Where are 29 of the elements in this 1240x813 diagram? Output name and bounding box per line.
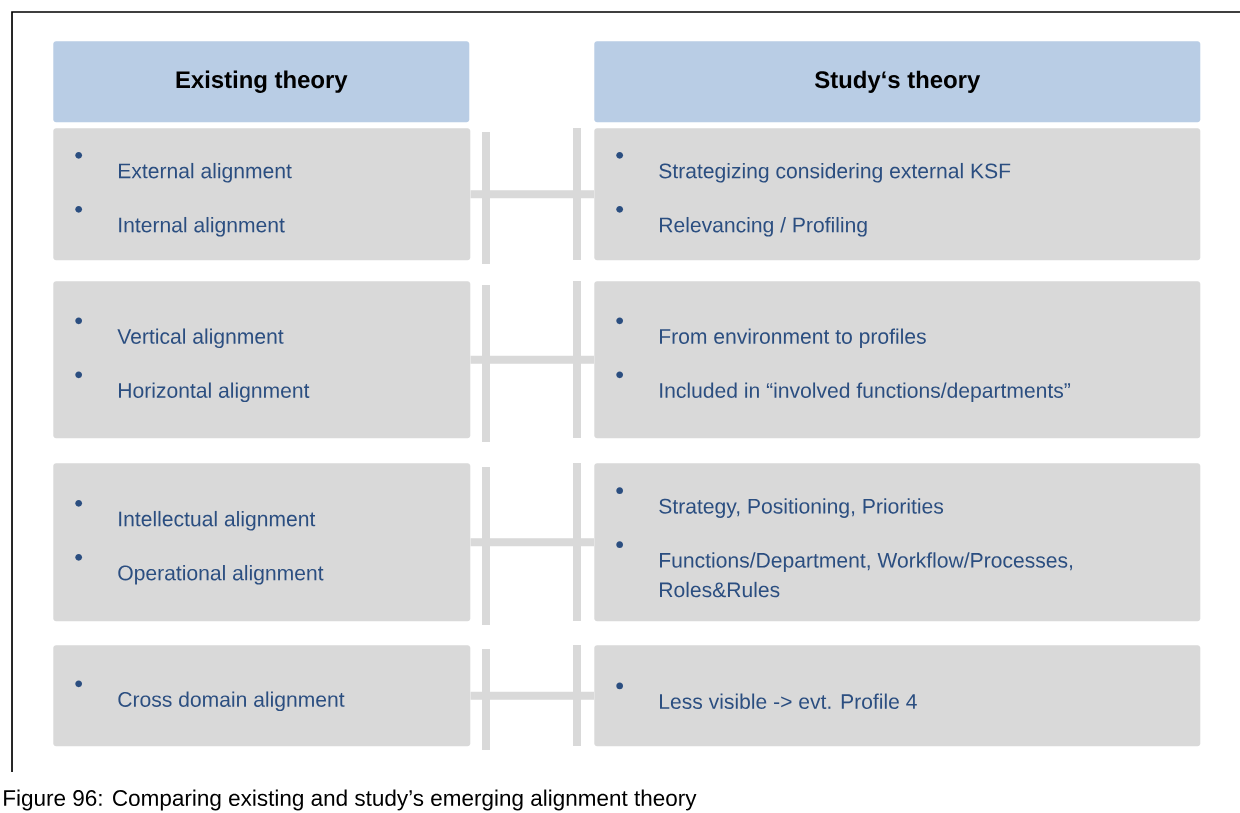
- list-item: Cross domain alignment: [118, 691, 345, 712]
- text-box: [53, 463, 471, 622]
- list-item: From environment to profiles: [660, 328, 926, 349]
- list-item: Included in “involved functions/departments”: [660, 382, 1071, 403]
- caption: Figure 96: Comparing existing and study’s emerging alignment theory: [4, 789, 697, 811]
- text-box: [594, 645, 1201, 747]
- connector: [470, 128, 594, 264]
- list-item: Functions/Department, Workflow/Processes, Roles&Rules: [660, 552, 1073, 598]
- text-box: [594, 463, 1201, 622]
- list-item: Less visible -> evt. Profile 4: [660, 693, 917, 709]
- list-item: External alignment: [119, 162, 292, 183]
- list-item: Vertical alignment: [117, 328, 284, 349]
- connector: [470, 281, 594, 442]
- connector: [470, 463, 594, 625]
- header-box: Existing theory: [53, 41, 470, 123]
- list-item: Strategizing considering external KSF: [659, 162, 1011, 183]
- list-item: Internal alignment: [119, 216, 285, 237]
- text-box: [53, 281, 471, 439]
- header-box: Study‘s theory: [594, 41, 1201, 123]
- list-item: Intellectual alignment: [119, 510, 316, 531]
- text-box: [53, 128, 471, 261]
- text-box: [594, 281, 1201, 439]
- list-item: Operational alignment: [118, 564, 324, 585]
- text-box: [594, 128, 1201, 261]
- connector: [470, 645, 594, 750]
- text-box: [53, 645, 471, 747]
- list-item: Relevancing / Profiling: [660, 216, 867, 237]
- list-item: Strategy, Positioning, Priorities: [659, 498, 944, 518]
- list-item: Horizontal alignment: [119, 382, 310, 403]
